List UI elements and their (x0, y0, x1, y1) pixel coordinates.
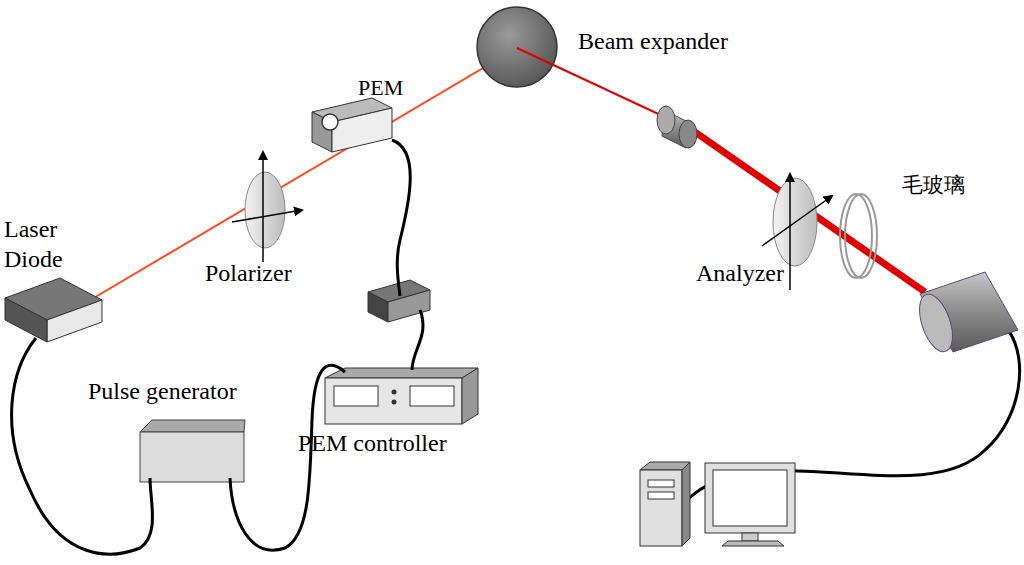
expanded-beam (695, 132, 925, 292)
component-label: PEM controller (298, 428, 447, 458)
detector (913, 272, 1018, 356)
cables (12, 140, 1020, 554)
pem-box (312, 98, 392, 152)
component-label: 毛玻璃 (902, 172, 965, 198)
laser-beam (70, 48, 517, 312)
ground-glass (840, 194, 877, 278)
reflected-beam (517, 48, 667, 118)
pem-controller-box (325, 368, 478, 424)
component-label: Pulse generator (88, 376, 237, 406)
beam-expander (657, 106, 697, 148)
component-label: Laser Diode (4, 214, 76, 274)
component-label: PEM (358, 74, 403, 102)
mirror (477, 7, 557, 87)
computer (640, 462, 795, 546)
component-label: Analyzer (696, 258, 784, 288)
laser-diode-box (5, 278, 102, 342)
component-label: Beam expander (578, 26, 728, 56)
pulse-generator-box (140, 420, 245, 482)
polarizer (232, 152, 302, 262)
component-label: Polarizer (205, 258, 292, 288)
